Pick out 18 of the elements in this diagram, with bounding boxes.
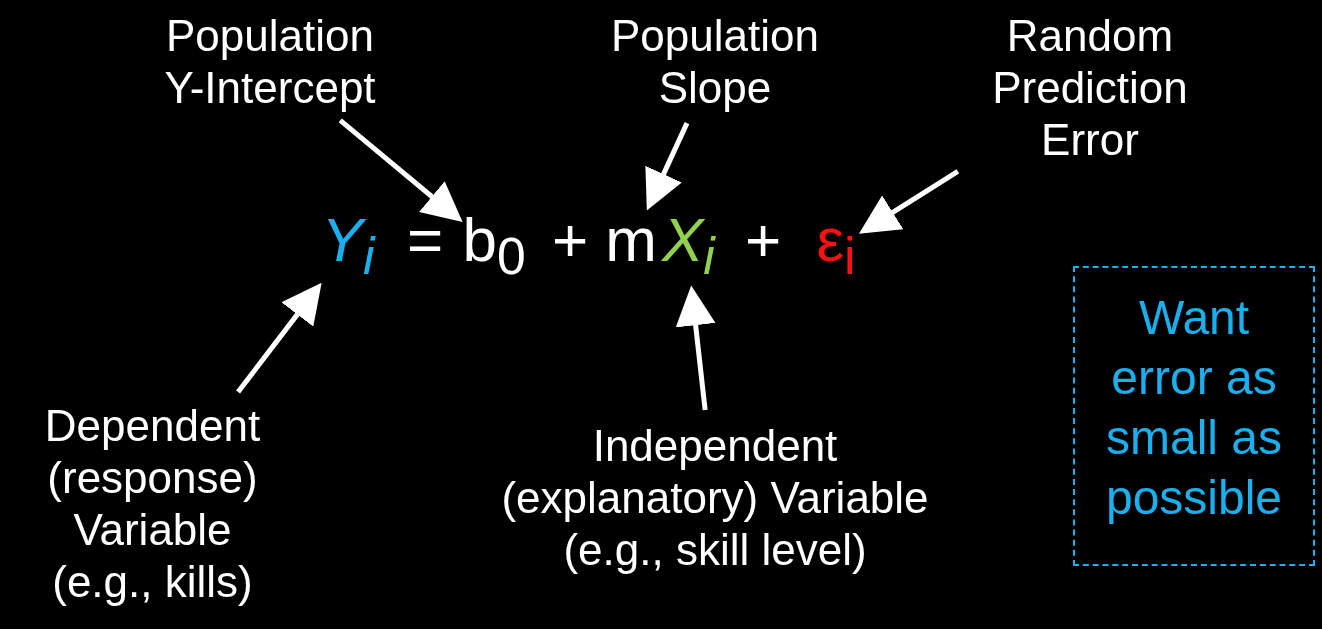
error-symbol: ε$_{i}$ [808, 205, 864, 292]
leader-arrow [236, 282, 322, 394]
intercept-symbol: b$_{0}$ [458, 205, 530, 292]
math-operator: + [743, 205, 783, 275]
annotation-text: Random Prediction Error [960, 10, 1220, 166]
note-box: Want error as small as possible [1073, 266, 1315, 566]
response-symbol: Y$_{i}$ [318, 205, 378, 292]
annotation-text: Population Slope [590, 10, 840, 114]
annotation-text: Population Y-Intercept [145, 10, 395, 114]
math-operator: = [405, 205, 445, 275]
leader-arrow [858, 169, 960, 234]
leader-arrow [338, 118, 463, 223]
leader-arrow [675, 285, 716, 411]
math-operator: + [550, 205, 590, 275]
slope-symbol: m [600, 205, 662, 285]
leader-arrow [645, 122, 690, 211]
annotation-text: Dependent (response) Variable (e.g., kills) [25, 400, 280, 608]
annotation-text: Independent (explanatory) Variable (e.g., skill level) [470, 420, 960, 576]
